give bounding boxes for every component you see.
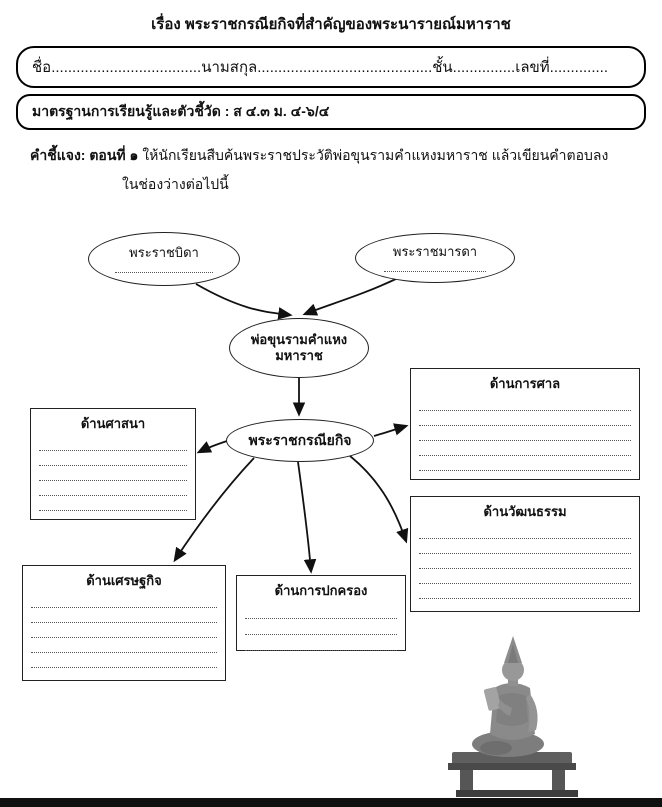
answer-line: [31, 593, 217, 608]
answer-line: [31, 638, 217, 653]
answer-line: [419, 396, 631, 411]
answer-line: [419, 411, 631, 426]
node-king-label-line1: พ่อขุนรามคำแหง: [250, 332, 348, 348]
answer-line: [245, 635, 397, 651]
name-write-in-line: ชื่อ....................................…: [32, 59, 608, 76]
standards-text: มาตรฐานการเรียนรู้และตัวชี้วัด : ส ๔.๓ ม…: [32, 103, 330, 119]
node-royal-duties: พระราชกรณียกิจ: [226, 419, 374, 462]
box-judiciary-label: ด้านการศาล: [489, 376, 561, 391]
instructions-line1: ให้นักเรียนสืบค้นพระราชประวัติพ่อขุนรามค…: [142, 147, 609, 163]
answer-line: [419, 569, 631, 584]
answer-line: [39, 451, 187, 466]
name-field-box: ชื่อ....................................…: [16, 46, 646, 88]
mother-answer-line: [383, 262, 487, 272]
answer-line: [419, 524, 631, 539]
answer-line: [419, 426, 631, 441]
answer-line: [245, 619, 397, 635]
box-religion: ด้านศาสนา: [30, 408, 196, 520]
instructions: คำชี้แจง: ตอนที่ ๑ ให้นักเรียนสืบค้นพระร…: [30, 145, 630, 195]
answer-line: [31, 623, 217, 638]
answer-line: [39, 436, 187, 451]
box-culture-label: ด้านวัฒนธรรม: [483, 504, 567, 519]
father-answer-line: [115, 263, 213, 273]
node-father: พระราชบิดา: [88, 232, 240, 286]
instructions-line2: ในช่องว่างต่อไปนี้: [122, 176, 229, 192]
box-economy-label: ด้านเศรษฐกิจ: [86, 573, 162, 588]
answer-line: [419, 456, 631, 471]
node-royal-duties-label: พระราชกรณียกิจ: [248, 432, 352, 449]
answer-line: [419, 584, 631, 599]
answer-line: [31, 608, 217, 623]
answer-line: [419, 554, 631, 569]
box-judiciary: ด้านการศาล: [410, 368, 640, 480]
king-statue-image: [448, 636, 578, 797]
node-king: พ่อขุนรามคำแหง มหาราช: [229, 318, 369, 378]
answer-line: [245, 603, 397, 619]
answer-line: [39, 496, 187, 511]
box-religion-label: ด้านศาสนา: [80, 416, 146, 431]
box-economy: ด้านเศรษฐกิจ: [22, 565, 226, 681]
node-mother: พระราชมารดา: [355, 233, 515, 283]
node-father-label: พระราชบิดา: [129, 245, 199, 261]
answer-line: [419, 539, 631, 554]
answer-line: [39, 481, 187, 496]
box-governance: ด้านการปกครอง: [236, 575, 406, 651]
standards-box: มาตรฐานการเรียนรู้และตัวชี้วัด : ส ๔.๓ ม…: [16, 94, 646, 130]
instructions-label: คำชี้แจง: ตอนที่ ๑: [30, 147, 139, 163]
node-king-label-line2: มหาราช: [275, 348, 323, 363]
answer-line: [31, 653, 217, 668]
page-title: เรื่อง พระราชกรณียกิจที่สำคัญของพระนาราย…: [151, 16, 511, 33]
page-bottom-edge: [0, 798, 662, 807]
answer-line: [419, 441, 631, 456]
box-governance-label: ด้านการปกครอง: [274, 583, 368, 598]
answer-line: [39, 466, 187, 481]
node-mother-label: พระราชมารดา: [392, 244, 478, 260]
box-culture: ด้านวัฒนธรรม: [410, 496, 640, 612]
